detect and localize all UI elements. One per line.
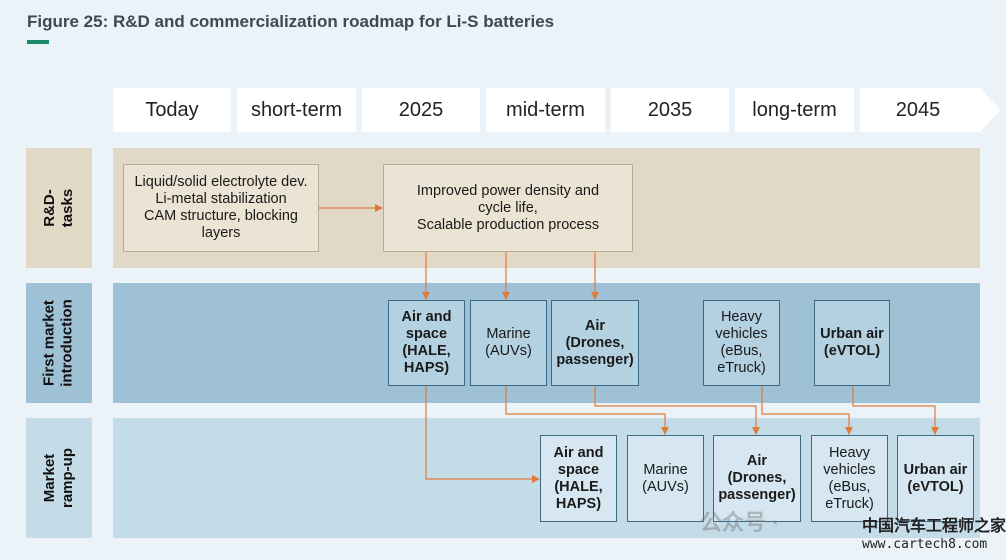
first-market-urban-air: Urban air (eVTOL) [814,300,890,386]
first-market-air-space: Air and space (HALE, HAPS) [388,300,465,386]
row-label-first-market: First market introduction [26,283,92,403]
watermark-brand: 中国汽车工程师之家 [862,518,1006,535]
watermark-wechat: 公众号 · [700,510,780,535]
timeline-long-term: long-term [735,88,854,132]
ramp-up-air-space: Air and space (HALE, HAPS) [540,435,617,522]
row-label-ramp-up: Market ramp-up [26,418,92,538]
timeline-2025: 2025 [362,88,480,132]
timeline-short-term: short-term [237,88,356,132]
figure-title: Figure 25: R&D and commercialization roa… [27,12,555,31]
timeline-2035: 2035 [611,88,729,132]
timeline-mid-term: mid-term [486,88,605,132]
ramp-up-air-drones: Air (Drones, passenger) [713,435,801,522]
first-market-heavy-vehicles: Heavy vehicles (eBus, eTruck) [703,300,780,386]
rd-task-electrolyte: Liquid/solid electrolyte dev. Li-metal s… [123,164,319,252]
ramp-up-marine: Marine (AUVs) [627,435,704,522]
timeline-today: Today [113,88,231,132]
ramp-up-urban-air: Urban air (eVTOL) [897,435,974,522]
ramp-up-heavy-vehicles: Heavy vehicles (eBus, eTruck) [811,435,888,522]
rd-task-power-density: Improved power density and cycle life, S… [383,164,633,252]
timeline-arrow-head [976,88,1000,132]
timeline-2045: 2045 [860,88,976,132]
watermark-url: www.cartech8.com [862,537,988,552]
title-accent-bar [27,40,49,44]
first-market-air-drones: Air (Drones, passenger) [551,300,639,386]
first-market-marine: Marine (AUVs) [470,300,547,386]
row-label-rd-tasks: R&D-tasks [26,148,92,268]
